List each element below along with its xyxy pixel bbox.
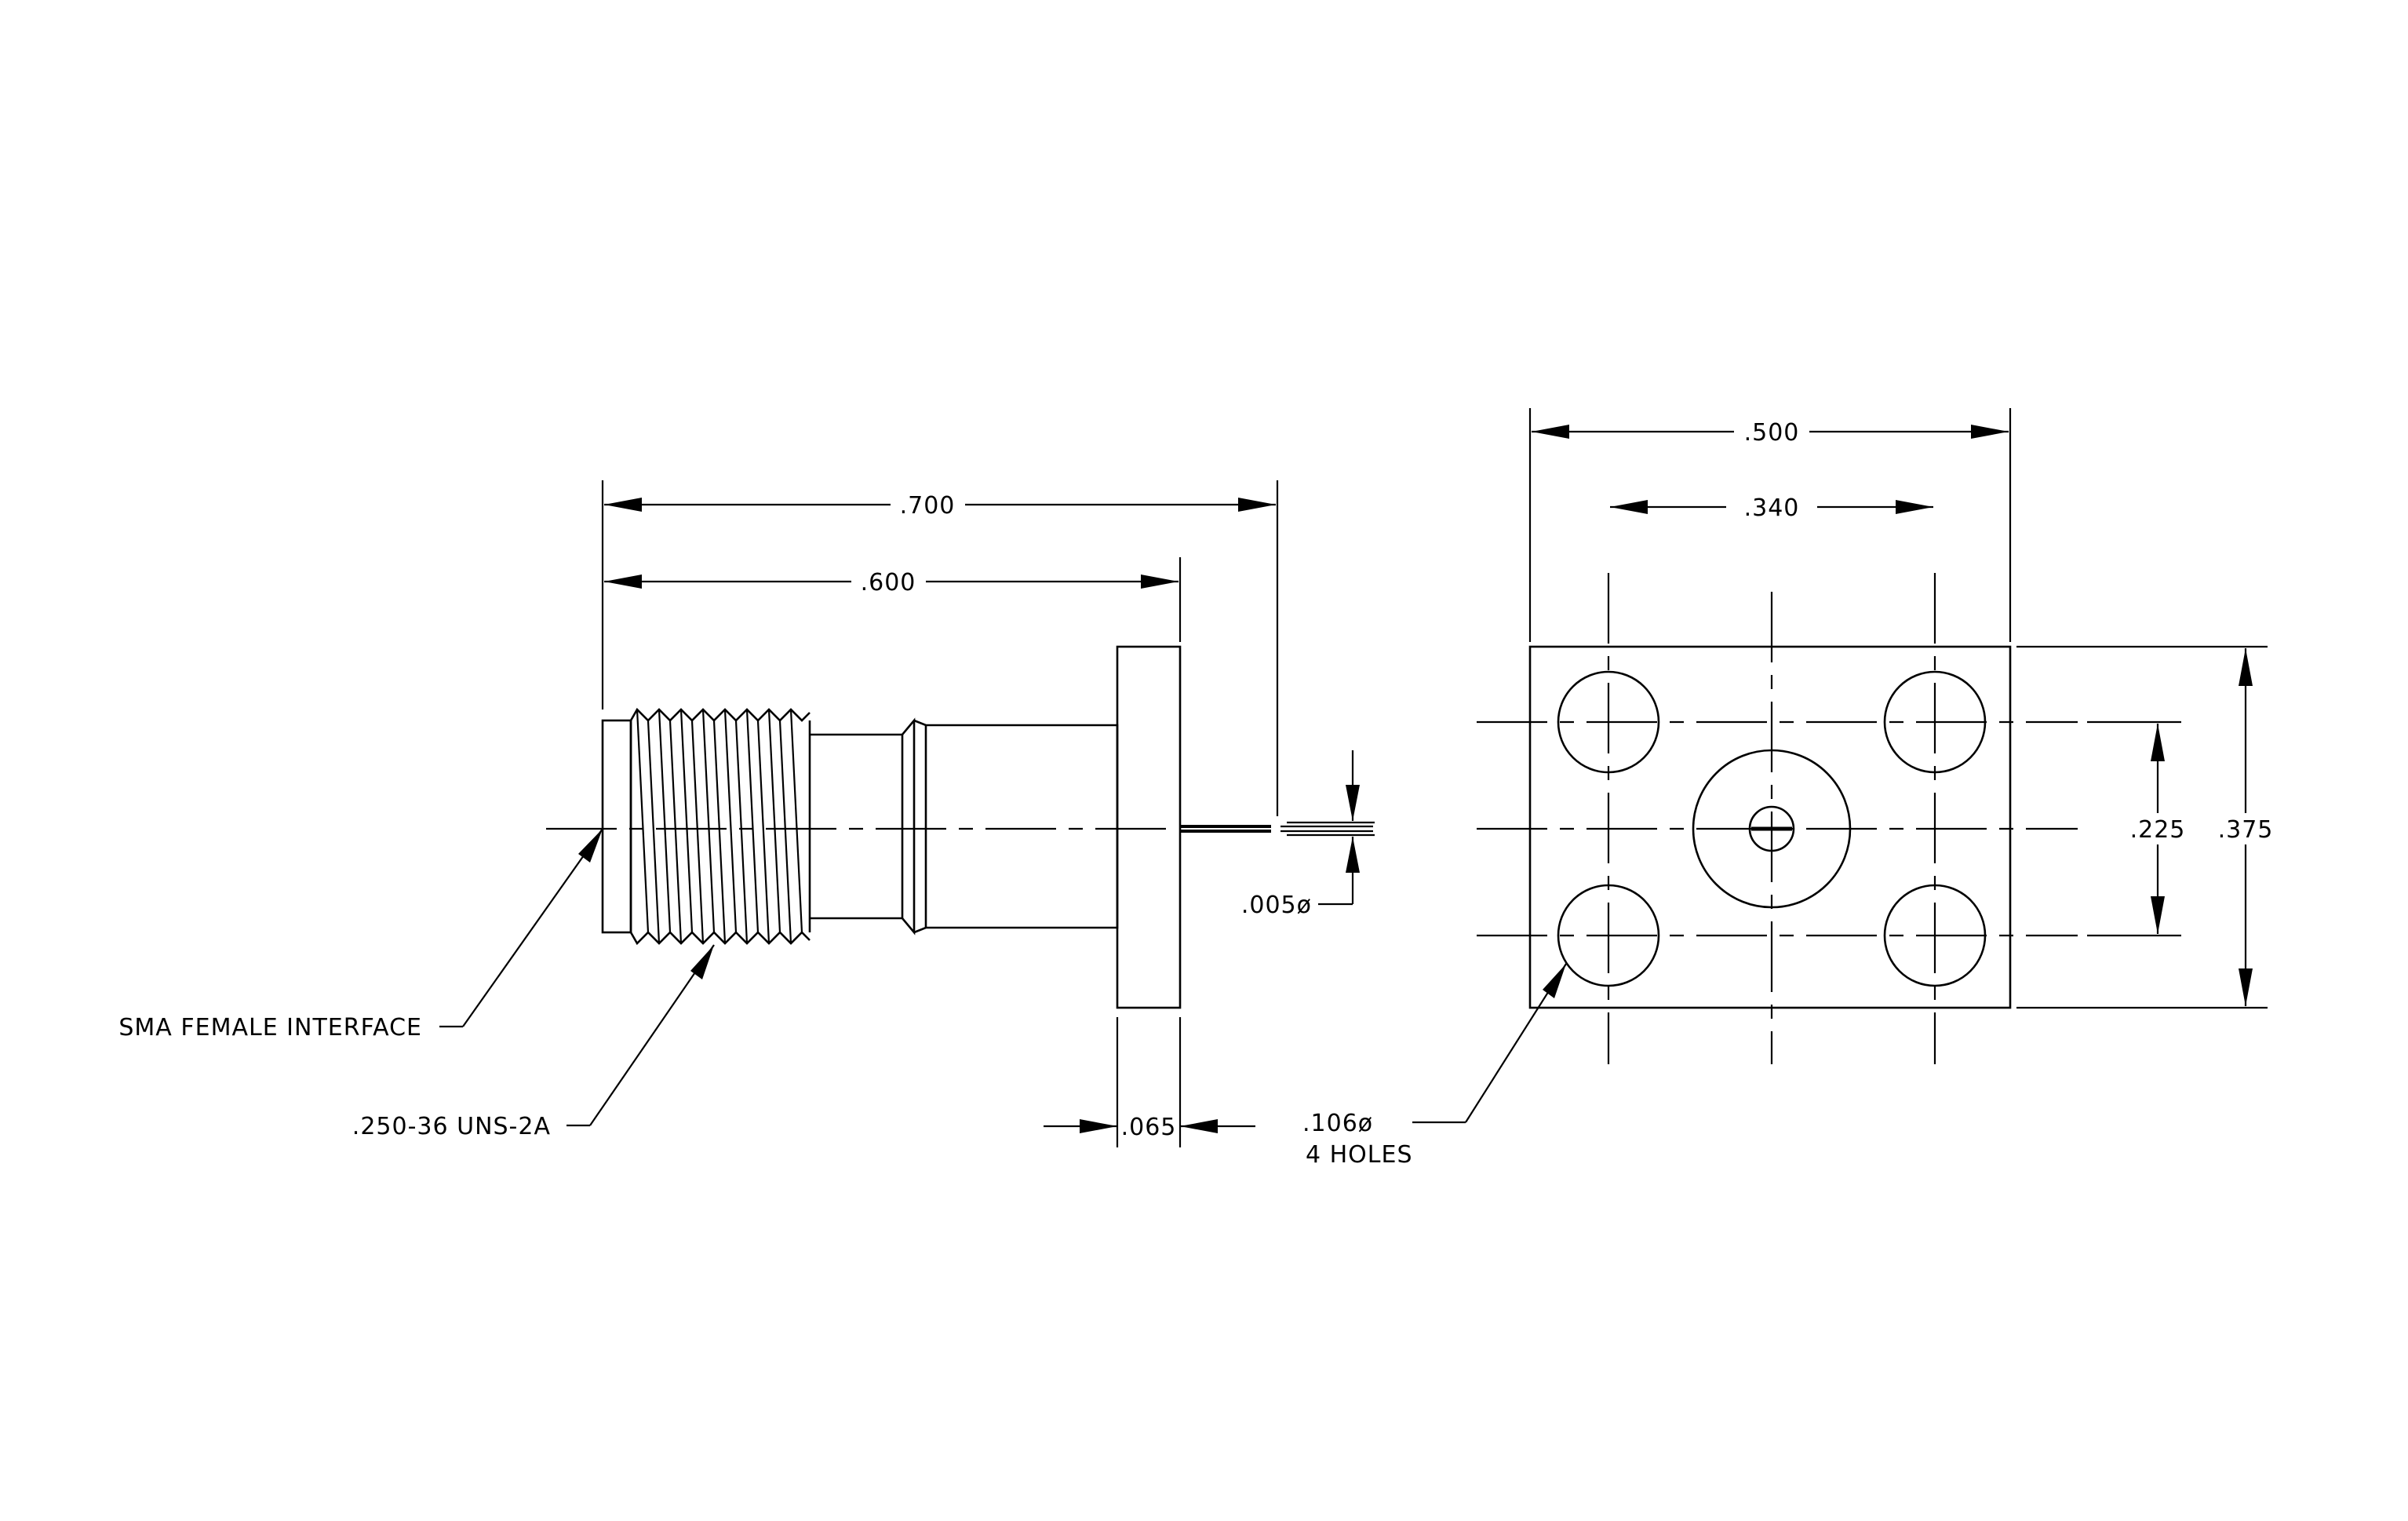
callout-thread-label: .250-36 UNS-2A (352, 1113, 551, 1140)
dim-700: .700 (604, 492, 1276, 520)
callout-interface: SMA FEMALE INTERFACE (118, 828, 603, 1041)
dim-375-label: .375 (2218, 816, 2274, 844)
dim-065: .065 (1044, 1114, 1255, 1141)
flange-side (1116, 645, 1182, 1009)
front-view: .500 .340 .225 .375 (1302, 408, 2277, 1169)
dim-225: .225 (2128, 724, 2188, 934)
center-pin (1180, 825, 1373, 833)
dim-005-label: .005ø (1241, 892, 1312, 919)
callout-holes: .106ø 4 HOLES (1302, 963, 1567, 1169)
dim-500-label: .500 (1744, 419, 1800, 447)
dim-340-label: .340 (1744, 494, 1800, 522)
dim-225-label: .225 (2130, 816, 2186, 844)
callout-hole-count: 4 HOLES (1306, 1141, 1413, 1169)
dim-065-label: .065 (1121, 1114, 1177, 1141)
dim-005: .005ø (1241, 750, 1360, 919)
dim-600-label: .600 (861, 569, 916, 596)
dim-375: .375 (2214, 648, 2277, 1006)
thread-section (629, 707, 811, 946)
dim-600: .600 (604, 569, 1178, 596)
callout-thread: .250-36 UNS-2A (352, 944, 715, 1140)
callout-hole-size: .106ø (1302, 1110, 1373, 1137)
interface-bushing (601, 719, 632, 934)
dim-700-label: .700 (900, 492, 956, 520)
flange-face (1528, 645, 2012, 1009)
neck-section (810, 717, 916, 936)
dim-500: .500 (1532, 419, 2009, 447)
callout-interface-label: SMA FEMALE INTERFACE (118, 1014, 422, 1041)
dim-340: .340 (1610, 494, 1933, 522)
body-section (913, 719, 1119, 934)
side-view: .700 .600 .065 .005ø (118, 480, 1375, 1147)
